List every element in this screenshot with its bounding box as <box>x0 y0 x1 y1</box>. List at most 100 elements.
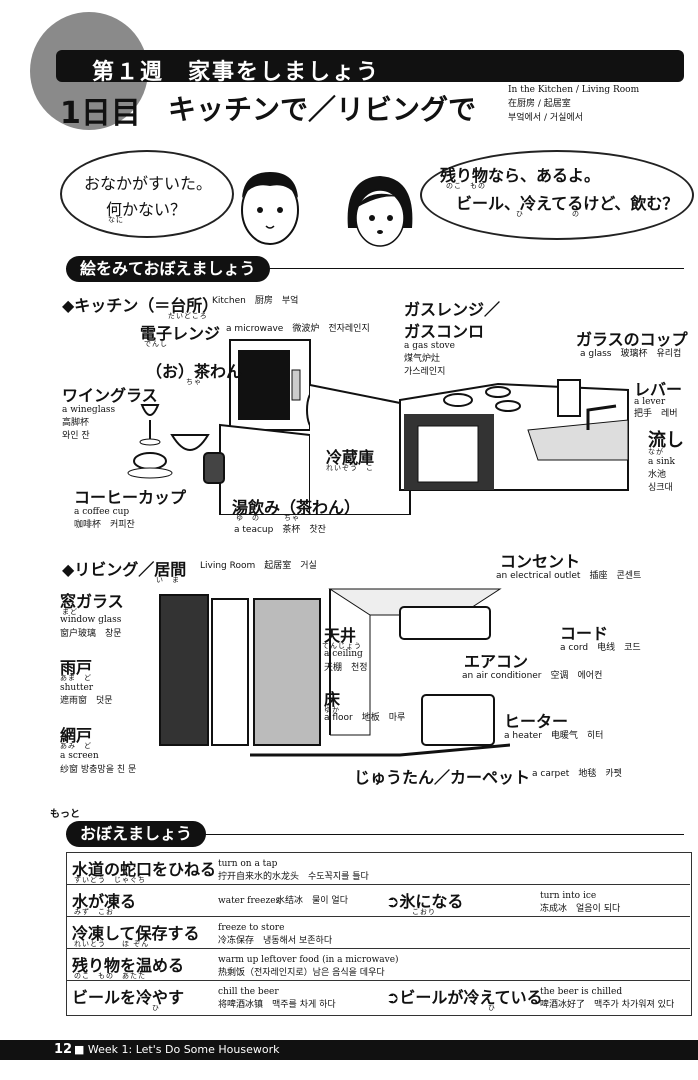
table-row: ビールを冷やす ひ chill the beer 将啤酒冰镇 맥주를 차게 하다… <box>72 987 675 1012</box>
week-title: 第１週 家事をしましょう <box>92 60 381 85</box>
label-floor: 床 <box>324 690 341 709</box>
section-divider <box>66 268 684 269</box>
label-cord-trans: a cord 电线 코드 <box>560 643 641 653</box>
woman-illustration <box>347 176 413 247</box>
label-gasstove-zh: 煤气炉灶 <box>404 354 441 364</box>
kitchen-heading-trans: Kitchen 厨房 부엌 <box>212 296 299 306</box>
speech-left-line2: 何かない？ <box>106 200 187 219</box>
speech-bubble-right <box>420 150 694 240</box>
speech-bubble-left <box>60 150 234 238</box>
label-sink-zh: 水池 <box>648 470 667 480</box>
label-carpet: じゅうたん／カーペット <box>354 768 531 787</box>
label-coffeecup-en: a coffee cup <box>74 507 130 517</box>
label-screen-en: a screen <box>60 751 99 761</box>
subtitle-ko: 부엌에서 / 거실에서 <box>508 113 583 123</box>
living-heading-trans: Living Room 起居室 거실 <box>200 561 317 571</box>
living-heading-ruby: い ま <box>156 576 180 584</box>
label-lever: レバー <box>634 380 683 399</box>
footer-text: ■ Week 1: Let's Do Some Housework <box>74 1043 280 1056</box>
label-ceiling-ruby: てんじょう <box>322 642 362 650</box>
label-lever-trans: 把手 레버 <box>634 409 678 419</box>
subtitle-en: In the Kitchen / Living Room <box>508 85 640 95</box>
label-outlet-trans: an electrical outlet 插座 콘센트 <box>496 571 642 581</box>
footer-bar <box>0 1040 698 1060</box>
label-gasstove-2: ガスコンロ <box>404 322 485 341</box>
label-glass-trans: a glass 玻璃杯 유리컵 <box>580 349 682 359</box>
label-fridge-ruby: れいぞう こ <box>326 464 374 472</box>
label-wineglass: ワイングラス <box>62 386 158 405</box>
section-label-remember: おぼえましょう <box>66 821 207 847</box>
label-ceiling-en: a ceiling <box>324 649 363 659</box>
label-floor-trans: a floor 地板 마루 <box>324 713 406 723</box>
label-ceiling: 天井 <box>324 626 357 645</box>
table-row: 残り物を温める のこ もの あたた warm up leftover food … <box>66 948 690 981</box>
speech-right-ruby1: のこ もの <box>446 182 486 190</box>
phrase-table <box>66 852 692 1016</box>
label-shutter-en: shutter <box>60 683 94 693</box>
label-sink-en: a sink <box>648 457 675 467</box>
kitchen-heading: ◆キッチン（＝台所） <box>62 296 219 315</box>
label-shutter-ruby: あま ど <box>60 674 92 682</box>
section-motto: もっと <box>50 809 80 820</box>
label-screen: 網戸 <box>60 726 93 745</box>
label-coffeecup-trans: 咖啡杯 커피잔 <box>74 520 135 530</box>
table-row: 水が凍る みず こお water freezes 水结冰 물이 얼다 ➲氷になる… <box>66 884 690 917</box>
label-floor-ruby: ゆか <box>324 706 340 714</box>
label-sink: 流し <box>648 430 684 451</box>
speech-left-ruby: なに <box>108 216 124 224</box>
label-aircon-trans: an air conditioner 空调 에어컨 <box>462 671 603 681</box>
label-window: 窓ガラス <box>60 592 124 611</box>
label-coffeecup: コーヒーカップ <box>74 488 187 507</box>
label-microwave-trans: a microwave 微波炉 전자레인지 <box>226 324 370 334</box>
kitchen-heading-ruby: だいどころ <box>168 312 208 320</box>
table-row: 水道の蛇口をひねる すいどう じゃぐち turn on a tap 拧开自来水的… <box>66 852 690 885</box>
living-room-illustration <box>159 588 510 757</box>
week-title-bar <box>56 50 684 82</box>
stove-sink-illustration <box>399 379 629 491</box>
label-aircon: エアコン <box>464 652 529 671</box>
label-window-ruby: まど <box>62 608 78 616</box>
label-shutter: 雨戸 <box>60 658 93 677</box>
label-sink-ruby: なが <box>648 448 664 456</box>
man-illustration <box>241 172 299 245</box>
day-label: 1日目 <box>60 96 141 131</box>
label-heater: ヒーター <box>504 712 569 731</box>
label-wineglass-zh: 高脚杯 <box>62 418 90 428</box>
label-ceiling-trans: 天棚 천정 <box>324 663 368 673</box>
label-window-trans: 窗户玻璃 창문 <box>60 629 122 639</box>
label-teacup-trans: a teacup 茶杯 찻잔 <box>234 525 326 535</box>
page-number: 12 <box>54 1042 73 1057</box>
label-wineglass-en: a wineglass <box>62 405 116 415</box>
label-gasstove-ko: 가스레인지 <box>404 367 446 377</box>
label-carpet-trans: a carpet 地毯 카펫 <box>532 769 622 779</box>
label-shutter-trans: 遮雨窗 덧문 <box>60 696 113 706</box>
kitchen-illustration <box>127 339 411 515</box>
table-row: 冷凍して保存する れいとう ほ ぞん freeze to store 冷冻保存 … <box>66 916 690 949</box>
label-window-en: window glass <box>60 615 122 625</box>
label-gasstove-1: ガスレンジ／ <box>404 300 501 319</box>
page-title: キッチンで／リビングで <box>168 93 477 126</box>
label-screen-ruby: あみ ど <box>60 742 92 750</box>
label-heater-trans: a heater 电暖气 히터 <box>504 731 604 741</box>
label-fridge: 冷蔵庫 <box>326 448 375 467</box>
subtitle-zh: 在厨房 / 起居室 <box>508 99 571 109</box>
label-sink-ko: 싱크대 <box>648 483 673 493</box>
section2-divider <box>66 834 684 835</box>
label-bowl: （お）茶わん <box>146 362 243 381</box>
label-teacup-ruby: ゆ の ちゃ <box>236 514 300 522</box>
label-screen-trans: 纱窗 방충망을 친 문 <box>60 765 137 775</box>
label-wineglass-ko: 와인 잔 <box>62 431 90 441</box>
label-gasstove-en: a gas stove <box>404 341 455 351</box>
label-bowl-ruby: ちゃ <box>186 378 202 386</box>
label-teacup: 湯飲み（茶わん） <box>232 498 361 517</box>
speech-right-line2: ビール、冷えてるけど、飲む？ <box>456 194 679 213</box>
label-outlet: コンセント <box>500 552 581 571</box>
speech-left-line1: おなかがすいた。 <box>84 174 213 193</box>
label-lever-en: a lever <box>634 397 666 407</box>
speech-right-ruby2: ひ の <box>516 210 580 218</box>
label-glass: ガラスのコップ <box>576 330 688 349</box>
label-cord: コード <box>560 624 609 643</box>
label-microwave-ruby: でんし <box>144 340 168 348</box>
label-microwave: 電子レンジ <box>140 324 221 343</box>
speech-right-line1: 残り物なら、あるよ。 <box>440 166 601 185</box>
